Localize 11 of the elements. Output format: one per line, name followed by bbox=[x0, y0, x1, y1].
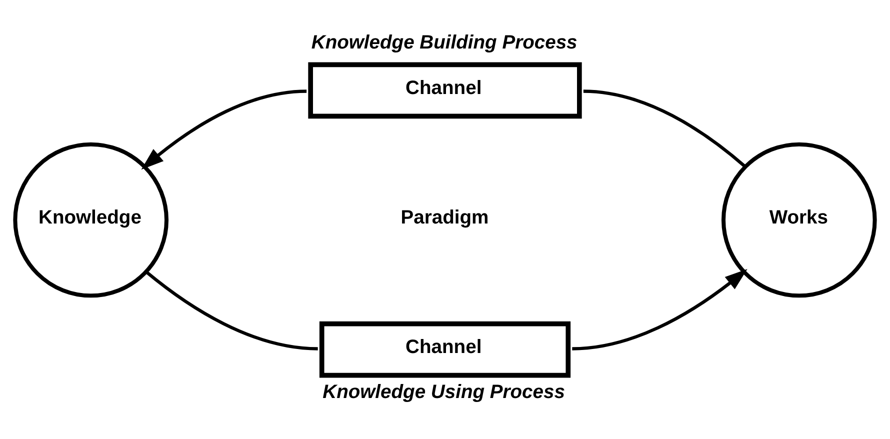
node-label: Knowledge Building Process bbox=[311, 32, 578, 54]
connector bbox=[145, 270, 318, 350]
node-circle: Works bbox=[721, 142, 877, 298]
arrow bbox=[572, 268, 748, 350]
node-label: Knowledge Using Process bbox=[322, 382, 565, 403]
label: Paradigm bbox=[400, 206, 489, 228]
arrow bbox=[141, 89, 307, 170]
node-box: Channel bbox=[308, 62, 582, 118]
node-box: Channel bbox=[319, 320, 571, 378]
connector bbox=[583, 89, 746, 168]
node-circle: Knowledge bbox=[13, 142, 169, 298]
